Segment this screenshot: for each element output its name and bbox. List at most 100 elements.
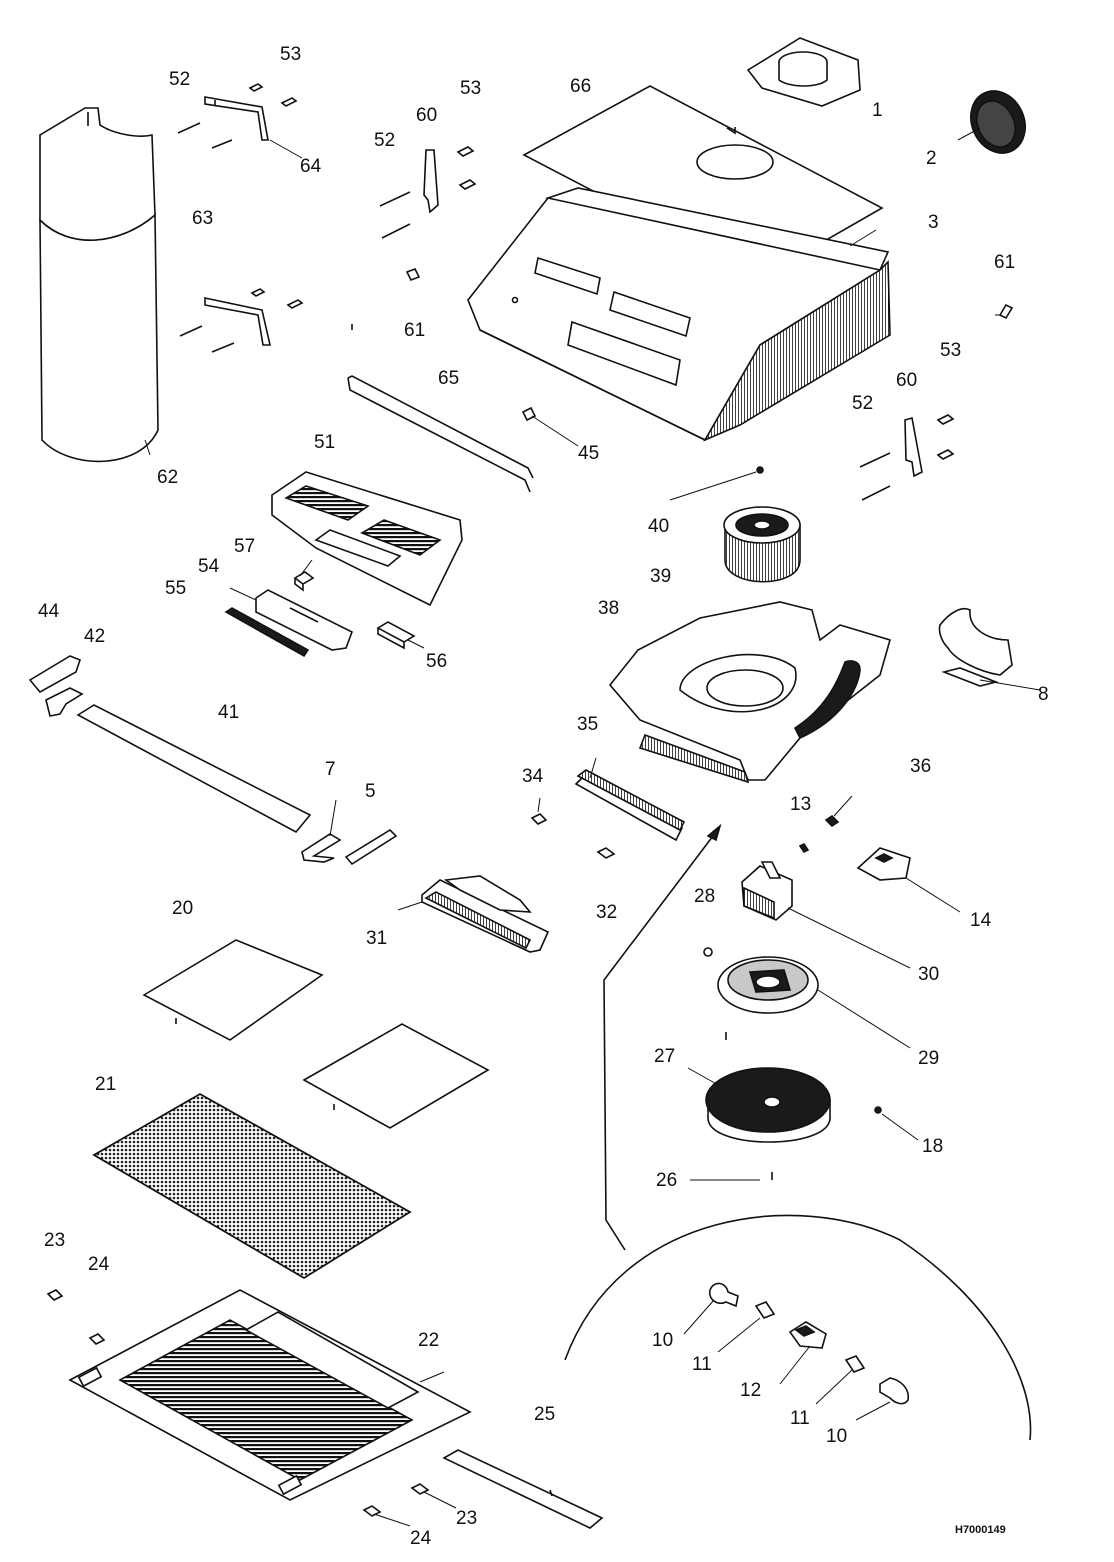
lamp-10-right [879, 1377, 910, 1405]
callout-1: 1 [872, 100, 883, 121]
callout-24-left: 24 [88, 1254, 110, 1275]
callout-60-middle: 60 [416, 105, 437, 126]
callout-36: 36 [910, 756, 931, 777]
callout-18: 18 [922, 1136, 943, 1157]
callout-39: 39 [650, 566, 671, 587]
duct-collar [746, 37, 861, 107]
screw-set-lower [179, 288, 304, 353]
lampholder-11-left [754, 1301, 776, 1319]
light-channel [574, 769, 686, 842]
filter-sheet-left [142, 939, 324, 1041]
lamp-10-left [708, 1282, 739, 1308]
callout-44: 44 [38, 601, 60, 622]
callout-2: 2 [926, 148, 937, 169]
callout-8: 8 [1038, 684, 1049, 705]
nut-36 [824, 814, 840, 828]
callout-51: 51 [314, 432, 335, 453]
callout-34: 34 [522, 766, 544, 787]
carbon-filter-cap [970, 90, 1026, 154]
side-catch [28, 655, 81, 694]
callout-56: 56 [426, 651, 447, 672]
switch-knob [293, 571, 315, 592]
callout-7: 7 [325, 759, 336, 780]
callout-14: 14 [970, 910, 992, 931]
callout-20: 20 [172, 898, 193, 919]
callout-52-right: 52 [852, 393, 873, 414]
screw-61-right [998, 303, 1014, 320]
callout-5: 5 [365, 781, 376, 802]
chimney-cover-upper [39, 107, 156, 241]
motor-plate [703, 947, 819, 1014]
callout-25: 25 [534, 1404, 555, 1425]
callout-42: 42 [84, 626, 105, 647]
light-strip [224, 607, 310, 658]
callout-labels: 53 52 64 63 62 53 60 52 66 1 2 3 61 61 5… [38, 44, 1049, 1549]
callout-41: 41 [218, 702, 239, 723]
pin-13 [798, 842, 810, 854]
callout-3: 3 [928, 212, 939, 233]
callout-29: 29 [918, 1048, 939, 1069]
drawing-code: H7000149 [955, 1524, 1006, 1536]
cable-clamp [856, 847, 911, 881]
callout-26: 26 [656, 1170, 677, 1191]
filter-hook [45, 687, 84, 717]
callout-12: 12 [740, 1380, 761, 1401]
switch-bar [255, 589, 354, 651]
wall-bracket-right [859, 414, 955, 501]
carbon-filter [705, 1067, 831, 1143]
chimney-bracket-lower [204, 297, 272, 346]
callout-62: 62 [157, 467, 178, 488]
nut-34 [530, 813, 548, 825]
callout-28: 28 [694, 886, 715, 907]
callout-30: 30 [918, 964, 939, 985]
chimney-bracket-upper [204, 96, 269, 141]
callout-57: 57 [234, 536, 255, 557]
callout-35: 35 [577, 714, 598, 735]
light-housing [421, 875, 550, 953]
callout-52-middle: 52 [374, 130, 395, 151]
fan-impeller [723, 506, 801, 583]
callout-45: 45 [578, 443, 599, 464]
front-strip [76, 704, 312, 834]
callout-53-middle: 53 [460, 78, 481, 99]
callout-53-upper: 53 [280, 44, 301, 65]
callout-11-right: 11 [790, 1408, 810, 1429]
callout-11-left: 11 [692, 1354, 712, 1375]
motor-30 [741, 861, 793, 921]
fan-housing [608, 601, 891, 784]
chimney-cover-lower [39, 213, 159, 463]
callout-13: 13 [790, 794, 811, 815]
clip-23-bottom [410, 1483, 430, 1495]
callout-60-right: 60 [896, 370, 917, 391]
callout-27: 27 [654, 1046, 675, 1067]
screw-61-middle [351, 267, 421, 330]
callout-63: 63 [192, 208, 213, 229]
callout-22: 22 [418, 1330, 439, 1351]
detail-circle [564, 823, 1032, 1441]
callout-53-right: 53 [940, 340, 961, 361]
callout-54: 54 [198, 556, 220, 577]
callout-32: 32 [596, 902, 617, 923]
wall-bracket-middle [379, 146, 477, 239]
control-panel-grille [271, 471, 463, 607]
callout-23-left: 23 [44, 1230, 65, 1251]
screw-set-upper [177, 83, 298, 149]
filter-sheet-right [302, 1023, 490, 1129]
connector-56 [376, 621, 416, 650]
callout-10-left: 10 [652, 1330, 673, 1351]
callout-40: 40 [648, 516, 669, 537]
callout-61-right: 61 [994, 252, 1015, 273]
callout-66: 66 [570, 76, 591, 97]
clip-24-left [88, 1333, 106, 1345]
fan-nut [756, 466, 764, 474]
callout-10-right: 10 [826, 1426, 847, 1447]
callout-64: 64 [300, 156, 322, 177]
filter-frame [68, 1289, 472, 1501]
callout-23-bottom: 23 [456, 1508, 477, 1529]
clip-5 [344, 828, 398, 866]
hood-body [467, 187, 891, 442]
lampholder-11-right [844, 1355, 866, 1373]
callout-31: 31 [366, 928, 387, 949]
callout-38: 38 [598, 598, 619, 619]
